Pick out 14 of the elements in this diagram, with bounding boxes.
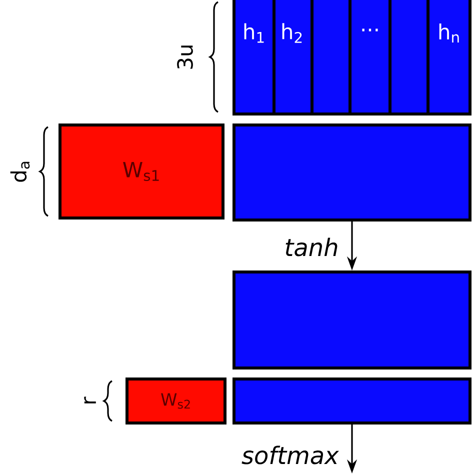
matrix-box (232, 124, 472, 222)
column-label: h$_{2}$ (282, 23, 302, 43)
matrix-box (232, 270, 472, 370)
weight-matrix: W$_{s2}$ (126, 378, 226, 424)
column-label: ··· (362, 28, 378, 32)
dimension-label: r (84, 396, 96, 404)
dimension-label: 3u (177, 46, 193, 69)
edge-label: tanh (286, 238, 338, 256)
matrix-box (232, 378, 472, 424)
edge-label: softmax (242, 446, 339, 464)
weight-matrix: W$_{s1}$ (58, 124, 224, 220)
column-label: h$_{1}$ (244, 23, 264, 43)
dimension-label: d$_{a}$ (10, 162, 30, 182)
column-label: h$_{n}$ (439, 23, 459, 43)
